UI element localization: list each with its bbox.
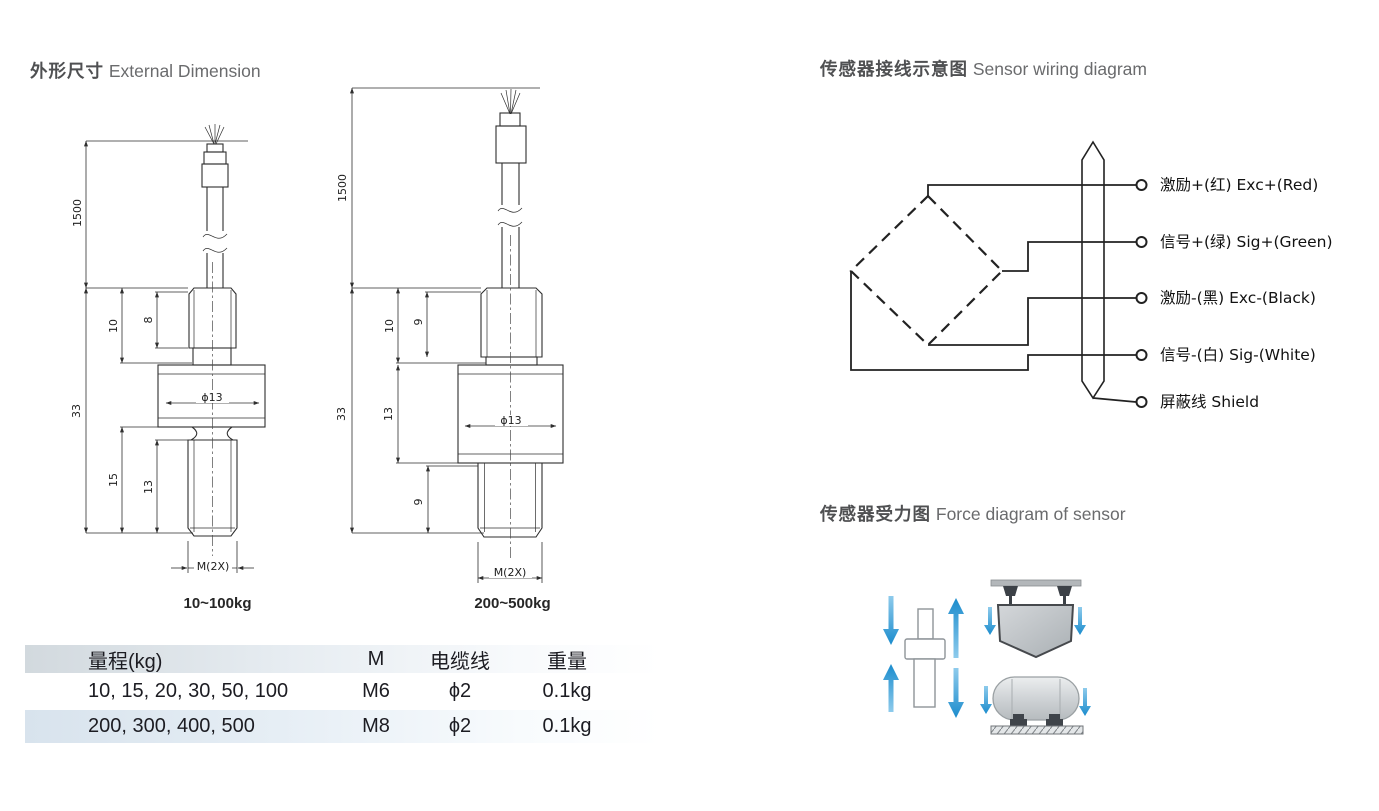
cell-range: 10, 15, 20, 30, 50, 100: [88, 680, 289, 702]
wiring-diagram-title-zh: 传感器接线示意图: [820, 59, 968, 79]
cell-weight: 0.1kg: [542, 680, 592, 702]
bridge-wires: [850, 184, 1137, 403]
range-label-200-500kg: 200~500kg: [474, 595, 551, 612]
force-arrow-up-icon: [883, 664, 899, 712]
col-header-range: 量程(kg): [88, 651, 163, 673]
dim-flange: 13: [382, 407, 395, 421]
dim-mask: [495, 415, 528, 426]
dimension-drawing-10-100kg: 1500 33 10 8 15 13 ϕ13 M(2X): [70, 124, 266, 573]
dim-thread-top: 8: [142, 317, 155, 324]
dim-thread-top: 9: [412, 319, 425, 326]
cable-strands: [500, 88, 521, 115]
extension-lines: [352, 87, 543, 583]
sensor-wiring-diagram: 激励+(红) Exc+(Red) 信号+(绿) Sig+(Green) 激励-(…: [849, 140, 1333, 411]
force-diagram-title-en: Force diagram of sensor: [935, 504, 1126, 524]
force-diagram: [883, 579, 1091, 735]
dim-cable-length: 1500: [71, 199, 84, 227]
force-diagram-title-zh: 传感器受力图: [820, 504, 931, 524]
sensor-sketch: [904, 608, 946, 708]
dim-mask: [489, 566, 532, 578]
cable-shield-symbol: [1081, 140, 1105, 400]
cable-strands: [204, 124, 225, 145]
extension-lines: [86, 140, 248, 573]
force-arrow-down-icon: [1074, 607, 1086, 635]
external-dimension-title-zh: 外形尺寸: [30, 61, 104, 81]
dim-thread-bottom: 9: [412, 499, 425, 506]
cell-thread: M8: [362, 715, 390, 737]
load-cell-outline: [457, 287, 564, 538]
force-arrow-down-icon: [883, 596, 899, 645]
wiring-diagram-title-en: Sensor wiring diagram: [972, 59, 1147, 79]
force-arrow-down-icon: [1079, 688, 1091, 716]
cable-connector: [201, 143, 229, 188]
col-header-thread: M: [367, 648, 385, 670]
dim-mask: [196, 392, 229, 403]
hanging-hopper-illustration: [990, 579, 1082, 659]
dim-thread-callout: M(2X): [494, 566, 527, 579]
col-header-weight: 重量: [547, 651, 587, 673]
dim-lower: 15: [107, 473, 120, 487]
terminal-shield: [1135, 396, 1148, 408]
cell-cable: ϕ2: [448, 715, 472, 737]
spec-table-row: 10, 15, 20, 30, 50, 100 M6 ϕ2 0.1kg: [25, 675, 661, 710]
terminal-sig-plus: [1135, 236, 1148, 248]
wheatstone-bridge: [849, 194, 1004, 347]
dim-thread-bottom: 13: [142, 480, 155, 494]
terminal-label-sig-plus: 信号+(绿) Sig+(Green): [1160, 233, 1333, 251]
terminal-label-exc-minus: 激励-(黑) Exc-(Black): [1160, 289, 1316, 307]
force-diagram-title: 传感器受力图 Force diagram of sensor: [820, 501, 1126, 526]
dim-top-stud: 10: [107, 319, 120, 333]
cable-break-symbol: [497, 207, 523, 227]
dim-cable-length: 1500: [336, 174, 349, 202]
terminal-label-exc-plus: 激励+(红) Exc+(Red): [1160, 176, 1318, 194]
dim-diameter: ϕ13: [500, 414, 521, 427]
wiring-diagram-title: 传感器接线示意图 Sensor wiring diagram: [820, 56, 1147, 81]
cable-break-symbol: [202, 233, 228, 253]
col-header-cable: 电缆线: [430, 651, 490, 673]
cell-weight: 0.1kg: [542, 715, 592, 737]
external-dimension-title-en: External Dimension: [108, 61, 261, 81]
force-arrow-down-icon: [980, 686, 992, 714]
terminal-circles: [1135, 179, 1148, 408]
dim-mask: [194, 559, 232, 572]
terminal-exc-minus: [1135, 292, 1148, 304]
dimension-lines: [83, 140, 260, 571]
cable-connector: [495, 112, 527, 164]
cell-cable: ϕ2: [448, 680, 472, 702]
dim-top-stud: 10: [383, 319, 396, 333]
cell-range: 200, 300, 400, 500: [88, 715, 255, 737]
terminal-exc-plus: [1135, 179, 1148, 191]
tank-illustration: [990, 676, 1084, 735]
terminal-label-shield: 屏蔽线 Shield: [1160, 393, 1259, 411]
load-cell-outline: [157, 287, 266, 537]
terminal-label-sig-minus: 信号-(白) Sig-(White): [1160, 346, 1316, 364]
cell-thread: M6: [362, 680, 390, 702]
external-dimension-title: 外形尺寸 External Dimension: [30, 58, 261, 83]
range-label-10-100kg: 10~100kg: [183, 595, 252, 612]
dimension-drawing-200-500kg: 1500 33 10 9 13 9 ϕ13 M(2X): [335, 87, 564, 583]
dim-total-height: 33: [70, 404, 83, 418]
force-arrow-down-icon: [948, 668, 964, 718]
cable-body: [501, 163, 520, 288]
force-arrow-up-icon: [948, 598, 964, 658]
spec-table-header-row: 量程(kg) M 电缆线 重量: [25, 645, 661, 675]
spec-table-row: 200, 300, 400, 500 M8 ϕ2 0.1kg: [25, 710, 661, 743]
dim-total-height: 33: [335, 407, 348, 421]
spec-table: 量程(kg) M 电缆线 重量 10, 15, 20, 30, 50, 100 …: [25, 645, 661, 743]
force-arrow-down-icon: [984, 607, 996, 635]
dim-diameter: ϕ13: [201, 391, 222, 404]
cable-body: [206, 187, 224, 288]
terminal-sig-minus: [1135, 349, 1148, 361]
dim-thread-callout: M(2X): [197, 560, 230, 573]
